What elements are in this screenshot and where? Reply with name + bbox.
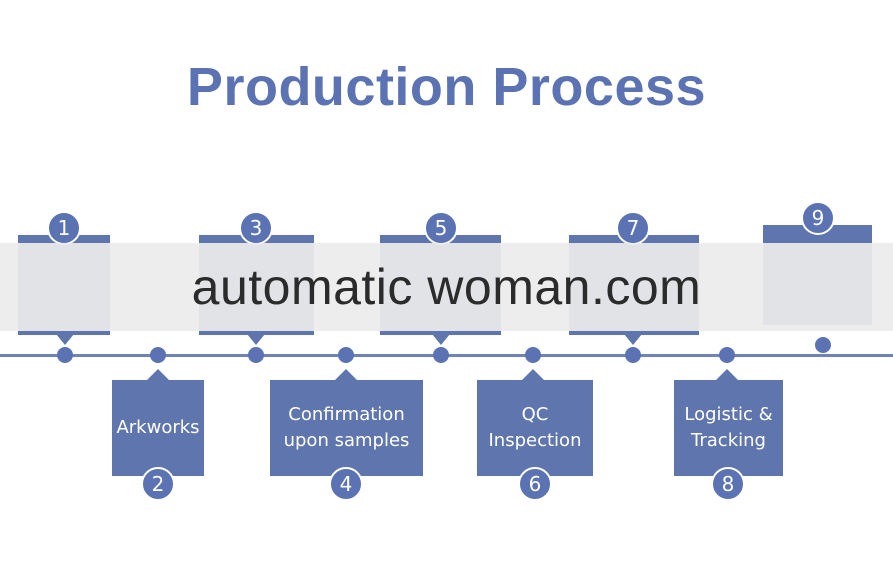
timeline-dot-3 [248,347,264,363]
step-number-9: 9 [801,201,835,235]
timeline-dot-9 [815,337,831,353]
step-label-4: Confirmation upon samples [283,404,410,451]
step-pointer-2 [147,369,169,380]
timeline-dot-1 [57,347,73,363]
timeline-dot-6 [525,347,541,363]
step-pointer-8 [716,369,738,380]
timeline-dot-4 [338,347,354,363]
timeline-dot-5 [433,347,449,363]
step-pointer-7 [624,334,642,345]
step-label-2: Arkworks [116,417,200,438]
timeline-dot-7 [625,347,641,363]
watermark-text: automatic woman.com [191,259,702,315]
step-number-5: 5 [424,211,458,245]
step-number-2: 2 [141,467,175,501]
timeline-dot-8 [719,347,735,363]
step-number-8: 8 [711,467,745,501]
step-number-6: 6 [518,467,552,501]
step-label-6: QC Inspection [488,404,582,451]
timeline-dot-2 [150,347,166,363]
step-number-1: 1 [47,211,81,245]
step-number-7: 7 [616,211,650,245]
step-number-4: 4 [329,467,363,501]
step-number-3: 3 [239,211,273,245]
step-pointer-4 [335,369,357,380]
step-box-2: Arkworks [112,380,204,476]
step-box-4: Confirmation upon samples [270,380,423,476]
step-box-6: QC Inspection [477,380,593,476]
step-pointer-6 [522,369,544,380]
step-pointer-3 [247,334,265,345]
watermark-band [0,243,893,331]
step-pointer-5 [432,334,450,345]
page-title: Production Process [186,57,707,117]
step-pointer-1 [56,334,74,345]
step-label-8: Logistic & Tracking [684,404,773,451]
step-box-8: Logistic & Tracking [674,380,783,476]
